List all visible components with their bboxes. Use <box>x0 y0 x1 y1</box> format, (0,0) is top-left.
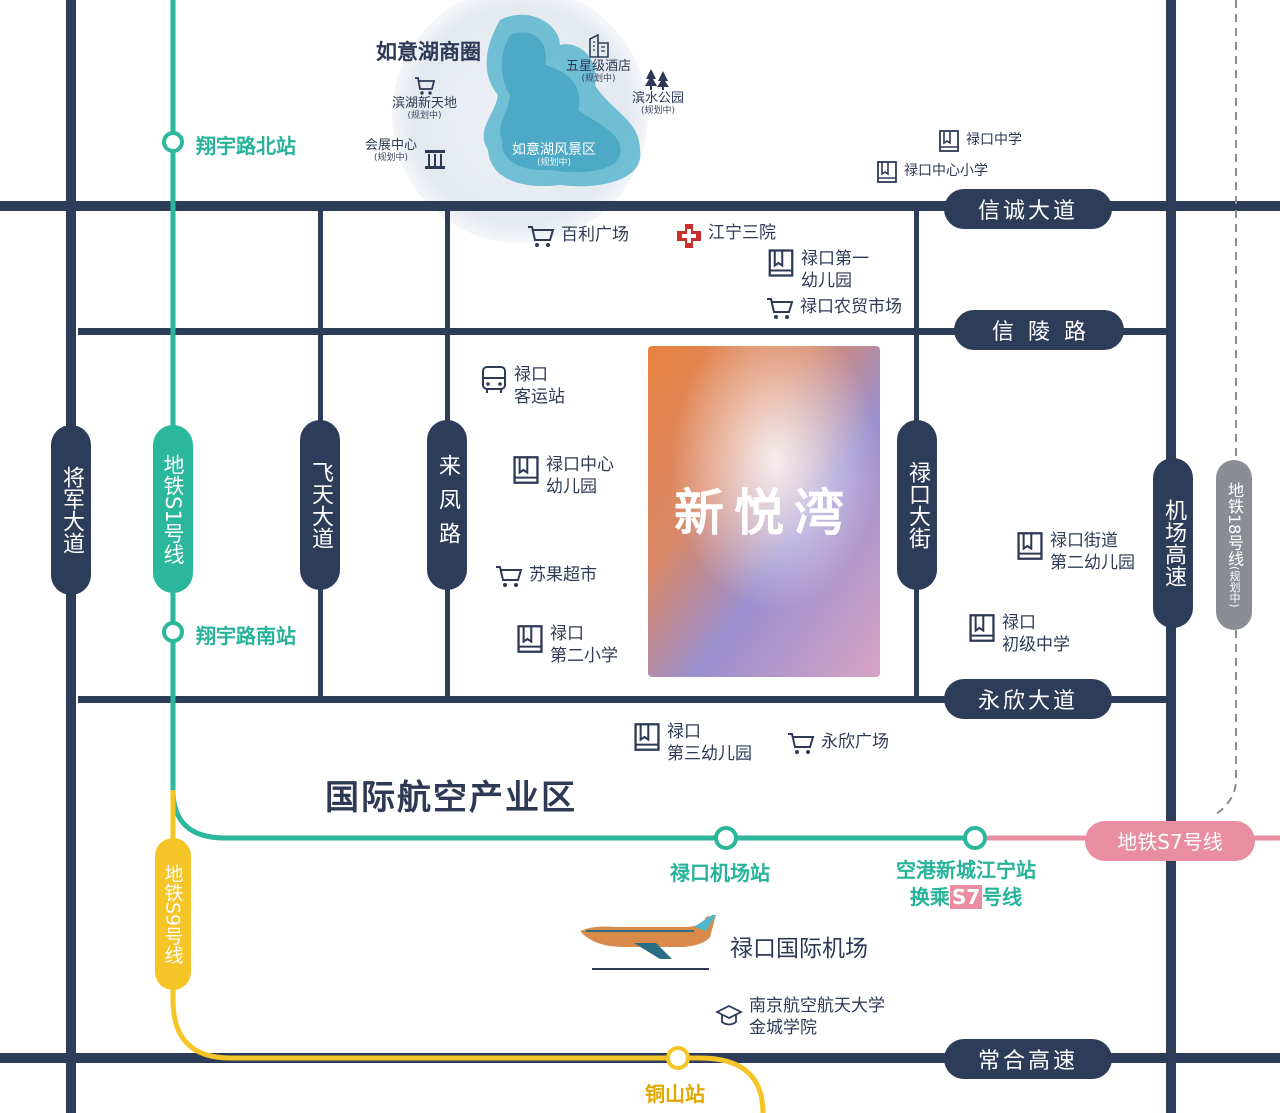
pill-jiangjun: 将军大道 <box>51 425 91 595</box>
poi-hospital[interactable]: 江宁三院 <box>674 222 776 250</box>
pill-metro-s1: 地铁S1号线 <box>153 425 193 593</box>
cart-icon <box>528 226 555 247</box>
cart-icon <box>496 566 523 587</box>
pill-lukou-street: 禄口大街 <box>897 420 937 590</box>
pill-yongxin: 永欣大道 <box>944 679 1112 719</box>
poi-lake-scenic[interactable]: 如意湖风景区 (规划中) <box>512 142 596 169</box>
bus-icon <box>482 366 506 393</box>
book-icon <box>939 130 959 152</box>
book-icon <box>1017 532 1043 560</box>
poi-park[interactable]: 滨水公园 (规划中) <box>632 67 684 116</box>
svg-text:永欣大道: 永欣大道 <box>978 689 1078 714</box>
book-icon <box>969 614 995 642</box>
poi-street-kinder[interactable]: 禄口街道第二幼儿园 <box>1016 530 1135 574</box>
cart-icon <box>788 733 815 754</box>
lake-shape-inner <box>500 32 621 173</box>
station-dot-xiangyu-south[interactable] <box>162 621 184 643</box>
road-xincheng <box>0 201 1280 211</box>
road-yongxin <box>78 696 1168 703</box>
pill-laifeng: 来凤路 <box>427 420 467 590</box>
book-icon <box>517 625 543 653</box>
cart-icon <box>414 77 435 95</box>
pill-metro-s9: 地铁S9号线 <box>155 838 191 990</box>
pill-airport-expressway: 机场高速 <box>1153 458 1193 628</box>
poi-expo[interactable]: 会展中心 (规划中) <box>365 138 418 163</box>
pill-metro-s7: 地铁S7号线 <box>1085 821 1255 861</box>
pill-metro-18: 地铁18号线(规划中) <box>1216 460 1252 630</box>
station-label-lukou-airport: 禄口机场站 <box>670 861 770 885</box>
poi-central-primary[interactable]: 禄口中心小学 <box>876 160 988 184</box>
road-xinling <box>78 328 1168 335</box>
graduation-cap-icon <box>715 1004 743 1026</box>
book-icon <box>877 161 897 183</box>
poi-junior[interactable]: 禄口初级中学 <box>968 612 1070 656</box>
svg-text:常合高速: 常合高速 <box>978 1049 1078 1074</box>
book-icon <box>634 723 660 751</box>
poi-baili[interactable]: 百利广场 <box>527 224 629 248</box>
poi-primary2[interactable]: 禄口第二小学 <box>516 623 618 667</box>
svg-text:地铁S7号线: 地铁S7号线 <box>1117 830 1222 854</box>
pill-xincheng: 信诚大道 <box>944 189 1112 229</box>
svg-text:信诚大道: 信诚大道 <box>978 199 1078 224</box>
poi-airport[interactable]: 禄口国际机场 <box>730 936 868 962</box>
station-dot-tongshan[interactable] <box>666 1046 690 1070</box>
pill-feitian: 飞天大道 <box>300 420 340 590</box>
industry-zone-title: 国际航空产业区 <box>325 778 577 818</box>
station-dot-xiangyu-north[interactable] <box>162 131 184 153</box>
metro-s9-line <box>170 790 766 1113</box>
poi-hotel[interactable]: 五星级酒店 (规划中) <box>566 33 631 84</box>
pill-xinling: 信 陵 路 <box>954 310 1124 350</box>
project-glow <box>648 346 880 677</box>
hospital-cross-icon <box>677 224 701 248</box>
station-label-xiangyu-north: 翔宇路北站 <box>196 134 296 158</box>
cart-icon <box>767 298 794 319</box>
poi-suguo[interactable]: 苏果超市 <box>495 564 597 588</box>
trees-icon <box>645 69 669 90</box>
svg-text:信 陵 路: 信 陵 路 <box>992 320 1086 345</box>
book-icon <box>768 249 794 277</box>
lake-district-title: 如意湖商圈 <box>376 40 481 64</box>
poi-middle-school[interactable]: 禄口中学 <box>938 129 1022 153</box>
poi-university[interactable]: 南京航空航天大学金城学院 <box>715 995 885 1039</box>
poi-binhu[interactable]: 滨湖新天地 (规划中) <box>392 76 457 121</box>
station-dot-konggang[interactable] <box>963 826 987 850</box>
project-name: 新悦湾 <box>674 483 854 542</box>
station-label-xiangyu-south: 翔宇路南站 <box>196 624 296 648</box>
station-dot-lukou-airport[interactable] <box>714 826 738 850</box>
poi-central-kinder[interactable]: 禄口中心幼儿园 <box>512 454 614 498</box>
pillar-icon <box>425 150 445 169</box>
poi-bus-station[interactable]: 禄口客运站 <box>480 364 565 408</box>
airplane-icon <box>580 915 716 970</box>
station-label-tongshan: 铜山站 <box>645 1082 705 1106</box>
book-icon <box>513 456 539 484</box>
poi-market[interactable]: 禄口农贸市场 <box>766 296 902 320</box>
poi-kinder1[interactable]: 禄口第一幼儿园 <box>767 248 869 292</box>
metro-18-line <box>1214 0 1237 816</box>
poi-yongxin-plaza[interactable]: 永欣广场 <box>787 731 889 755</box>
building-icon <box>588 33 609 58</box>
pill-changhe: 常合高速 <box>944 1039 1112 1079</box>
poi-kinder3[interactable]: 禄口第三幼儿园 <box>633 721 752 765</box>
